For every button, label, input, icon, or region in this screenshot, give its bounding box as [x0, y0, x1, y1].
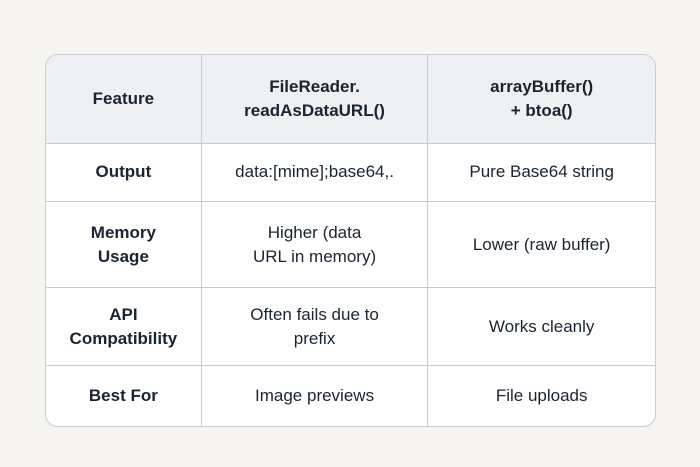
table-cell: Pure Base64 string	[427, 142, 655, 202]
table-row-api-compatibility: API Compatibility Often fails due to pre…	[46, 287, 655, 367]
table-cell: Often fails due to prefix	[200, 287, 429, 367]
feature-label: Output	[46, 142, 202, 202]
column-header-arraybuffer: arrayBuffer() + btoa()	[427, 55, 655, 144]
table-cell: File uploads	[427, 365, 655, 426]
column-header-feature: Feature	[46, 55, 202, 144]
table-row-memory-usage: Memory Usage Higher (data URL in memory)…	[46, 200, 655, 289]
table-cell: Lower (raw buffer)	[427, 200, 655, 289]
feature-label: Memory Usage	[46, 200, 202, 289]
table-cell: Works cleanly	[427, 287, 655, 367]
feature-label: Best For	[46, 365, 202, 426]
table-cell: Image previews	[200, 365, 429, 426]
table-cell: data:[mime];base64,.	[200, 142, 429, 202]
feature-label: API Compatibility	[46, 287, 202, 367]
table-row-output: Output data:[mime];base64,. Pure Base64 …	[46, 142, 655, 202]
table-header-row: Feature FileReader. readAsDataURL() arra…	[46, 55, 655, 144]
column-header-filereader: FileReader. readAsDataURL()	[200, 55, 429, 144]
table-row-best-for: Best For Image previews File uploads	[46, 365, 655, 426]
comparison-table: Feature FileReader. readAsDataURL() arra…	[46, 55, 655, 426]
comparison-table-card: Feature FileReader. readAsDataURL() arra…	[45, 54, 656, 427]
table-cell: Higher (data URL in memory)	[200, 200, 429, 289]
